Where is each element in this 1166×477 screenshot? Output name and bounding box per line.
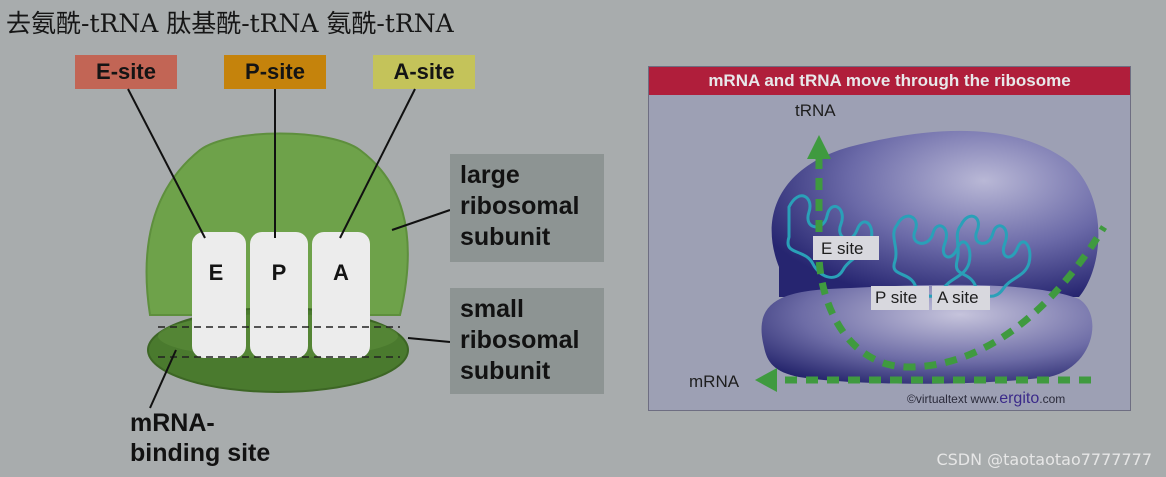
small-subunit-line-1: small <box>460 295 524 323</box>
mrna-arrowhead <box>755 368 777 392</box>
small-subunit-line-2: ribosomal <box>460 326 580 354</box>
p-site-label-bg <box>871 286 929 310</box>
credit-brand: ergito <box>999 390 1039 407</box>
e-site-tag: E-site <box>75 55 177 89</box>
large-subunit-leader <box>391 209 451 231</box>
a-site-label-bg <box>932 286 990 310</box>
credit-prefix: ©virtualtext www. <box>907 392 999 406</box>
small-subunit-line-3: subunit <box>460 357 551 385</box>
trna-arrowhead <box>807 135 831 159</box>
credit-suffix: .com <box>1039 392 1065 406</box>
panel-small-subunit <box>761 284 1093 384</box>
p-site-label: P site <box>875 288 917 307</box>
ribosome-movement-panel: mRNA and tRNA move through the ribosome <box>648 66 1131 411</box>
large-subunit-line-2: ribosomal <box>460 192 580 220</box>
mrna-label: mRNA <box>689 372 740 391</box>
e-site-label-bg <box>813 236 879 260</box>
panel-title: mRNA and tRNA move through the ribosome <box>649 67 1130 95</box>
a-site-tag: A-site <box>373 55 475 89</box>
e-pocket-label: E <box>209 260 224 285</box>
small-subunit-leader <box>407 337 451 343</box>
p-site-tag: P-site <box>224 55 326 89</box>
large-subunit-line-3: subunit <box>460 223 551 251</box>
e-pocket <box>192 232 246 358</box>
p-site-trna <box>892 214 972 298</box>
p-pocket <box>250 232 308 358</box>
binding-site-leader <box>149 349 177 409</box>
trna-path <box>815 157 1107 371</box>
a-site-leader <box>339 88 416 239</box>
e-site-leader <box>127 88 206 239</box>
small-subunit-label: small ribosomal subunit <box>450 288 604 394</box>
large-subunit-line-1: large <box>460 161 520 189</box>
ribosome-movement-diagram: tRNA mRNA E site P site A site ©virtualt… <box>689 101 1107 407</box>
credit-text: ©virtualtext www.ergito.com <box>907 390 1065 407</box>
large-subunit-label: large ribosomal subunit <box>450 154 604 262</box>
p-pocket-label: P <box>272 260 287 285</box>
e-site-label: E site <box>821 239 864 258</box>
csdn-watermark: CSDN @taotaotao7777777 <box>936 450 1152 469</box>
a-pocket-label: A <box>333 260 349 285</box>
a-site-trna <box>954 214 1032 298</box>
ribosome-diagram: E P A <box>127 88 451 409</box>
trna-label: tRNA <box>795 101 836 120</box>
a-site-label: A site <box>937 288 979 307</box>
binding-label-line-1: mRNA- <box>130 409 215 437</box>
trna-types-title: 去氨酰-tRNA 肽基酰-tRNA 氨酰-tRNA <box>6 9 454 38</box>
binding-label-line-2: binding site <box>130 439 271 467</box>
mrna-binding-site-label: mRNA- binding site <box>130 408 270 468</box>
a-pocket <box>312 232 370 358</box>
